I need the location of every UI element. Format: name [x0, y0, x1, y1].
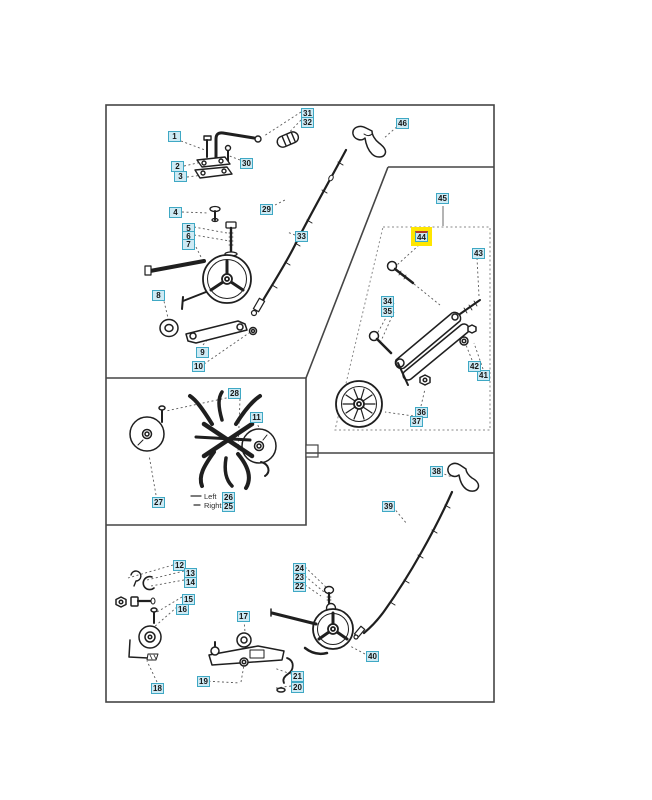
callout-42[interactable]: 42	[468, 361, 481, 372]
callout-39[interactable]: 39	[382, 501, 395, 512]
callout-27[interactable]: 27	[152, 497, 165, 508]
callout-46[interactable]: 46	[396, 118, 409, 129]
part-cable-upper	[250, 148, 348, 317]
part-cable-lower	[353, 490, 454, 640]
callout-11[interactable]: 11	[250, 412, 263, 423]
callout-38[interactable]: 38	[430, 466, 443, 477]
divider-diagonal	[305, 166, 389, 379]
part-tine-assembly	[129, 390, 277, 490]
callout-29[interactable]: 29	[260, 204, 273, 215]
callout-41[interactable]: 41	[477, 370, 490, 381]
parts-artwork	[115, 125, 481, 693]
callout-12[interactable]: 12	[173, 560, 186, 571]
part-bracket-bottom	[208, 632, 294, 693]
callout-3[interactable]: 3	[174, 171, 187, 182]
callout-4[interactable]: 4	[169, 207, 182, 218]
part-knob-46	[352, 125, 387, 158]
part-bracket-9	[185, 320, 258, 344]
callout-24[interactable]: 24	[293, 563, 306, 574]
tines-box-tab	[305, 444, 319, 458]
part-knob-38	[447, 462, 480, 492]
callout-20[interactable]: 20	[291, 682, 304, 693]
callout-7[interactable]: 7	[182, 239, 195, 250]
callout-28[interactable]: 28	[228, 388, 241, 399]
callout-32[interactable]: 32	[301, 117, 314, 128]
callout-1[interactable]: 1	[168, 131, 181, 142]
callout-8[interactable]: 8	[152, 290, 165, 301]
legend-right-label: Right	[204, 501, 222, 510]
outer-border	[105, 104, 495, 703]
part-wheel-bottom	[270, 585, 354, 656]
legend-left-label: Left	[204, 492, 217, 501]
callout-9[interactable]: 9	[196, 347, 209, 358]
callout-37[interactable]: 37	[410, 416, 423, 427]
callout-19[interactable]: 19	[197, 676, 210, 687]
callout-33[interactable]: 33	[295, 231, 308, 242]
part-wheel-upper	[144, 254, 252, 310]
callout-40[interactable]: 40	[366, 651, 379, 662]
callout-30[interactable]: 30	[240, 158, 253, 169]
callout-17[interactable]: 17	[237, 611, 250, 622]
part-screw-4	[209, 205, 221, 223]
part-wheel-right-panel	[335, 380, 383, 428]
section-borders	[105, 104, 495, 703]
callout-16[interactable]: 16	[176, 604, 189, 615]
part-depth-stake-assembly	[368, 260, 481, 386]
part-hardware-bottom-left	[115, 570, 162, 661]
callout-45[interactable]: 45	[436, 193, 449, 204]
callout-14[interactable]: 14	[184, 577, 197, 588]
part-roller-8	[159, 318, 179, 338]
callout-21[interactable]: 21	[291, 671, 304, 682]
legend-dashes	[190, 495, 202, 506]
callout-35[interactable]: 35	[381, 306, 394, 317]
callout-43[interactable]: 43	[472, 248, 485, 259]
callout-44[interactable]: 44	[415, 231, 428, 242]
part-crank-clamp	[194, 131, 300, 179]
callout-18[interactable]: 18	[151, 683, 164, 694]
callout-10[interactable]: 10	[192, 361, 205, 372]
callout-26[interactable]: 26	[222, 492, 235, 503]
